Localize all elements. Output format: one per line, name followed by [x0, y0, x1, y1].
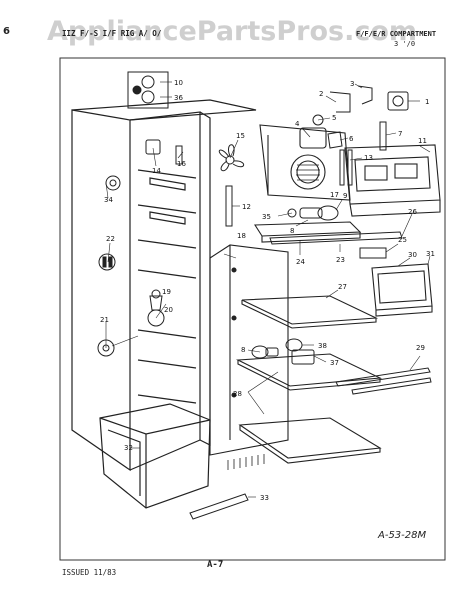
control-panel [344, 144, 441, 217]
callout-19: 19 [162, 288, 171, 296]
shelves [235, 295, 383, 464]
watermark-text: AppliancePartsPros.com [47, 16, 417, 47]
small-parts-left [97, 71, 233, 357]
callout-1: 1 [425, 98, 429, 106]
diagram-frame [59, 57, 446, 561]
header-section-text: F/F/E/R COMPARTMENT [356, 30, 436, 38]
callout-5: 5 [332, 114, 336, 122]
callout-21: 21 [100, 316, 109, 324]
callout-14: 14 [152, 167, 161, 175]
divider-panel [209, 244, 289, 470]
callout-22: 22 [106, 235, 115, 243]
callout-8b: 8 [241, 346, 245, 354]
callout-20: 20 [164, 306, 173, 314]
kick-strip [189, 493, 249, 520]
shelf-rails [335, 367, 432, 395]
callout-13: 13 [364, 154, 373, 162]
margin-mark: 6 [3, 26, 10, 37]
callout-6: 6 [349, 135, 354, 143]
callout-17: 17 [330, 191, 339, 199]
callout-24: 24 [296, 258, 305, 266]
callout-27: 27 [338, 283, 347, 291]
header-revision-text: 3 '/0 [394, 40, 415, 48]
callout-numbers: 1 2 3 4 5 6 7 8 9 10 11 12 13 14 15 16 1… [100, 79, 435, 502]
callout-25: 25 [398, 236, 407, 244]
bracket-part [359, 247, 387, 259]
callout-29: 29 [416, 344, 425, 352]
lamps-mid [251, 338, 315, 365]
issued-date: ISSUED 11/83 [62, 568, 116, 577]
callout-38: 38 [318, 342, 327, 350]
callout-15: 15 [236, 132, 245, 140]
callout-28: 28 [233, 390, 242, 398]
callout-10: 10 [174, 79, 183, 87]
callout-33: 33 [260, 494, 269, 502]
drawing-code: A-53-28M [377, 530, 427, 541]
callout-12: 12 [242, 203, 251, 211]
callout-34: 34 [104, 196, 113, 204]
small-parts-top [312, 85, 409, 186]
callout-leaders [105, 81, 431, 498]
callout-16: 16 [177, 160, 186, 168]
callout-32: 32 [124, 444, 133, 452]
lamp-assembly [287, 205, 339, 221]
callout-37: 37 [330, 359, 339, 367]
callout-18: 18 [237, 232, 246, 240]
control-housing [254, 124, 362, 243]
fan-blade [218, 144, 245, 172]
callout-31: 31 [426, 250, 435, 258]
callout-7: 7 [398, 130, 402, 138]
callout-23: 23 [336, 256, 345, 264]
callout-36: 36 [174, 94, 183, 102]
callout-9: 9 [343, 192, 347, 200]
header-model-text: IIZ F/-S I/F RIG A/ O/ [62, 29, 162, 38]
callout-35: 35 [262, 213, 271, 221]
callout-30: 30 [408, 251, 417, 259]
callout-3: 3 [350, 80, 354, 88]
crisper-drawer [99, 403, 211, 509]
crisper-cover [371, 263, 433, 317]
cabinet-body [71, 99, 257, 472]
trim-strip [269, 231, 403, 245]
callout-11: 11 [418, 137, 427, 145]
page-number: A-7 [207, 560, 223, 570]
callout-8a: 8 [290, 227, 294, 235]
callout-2: 2 [319, 90, 323, 98]
callout-4: 4 [295, 120, 300, 128]
callout-26: 26 [408, 208, 417, 216]
